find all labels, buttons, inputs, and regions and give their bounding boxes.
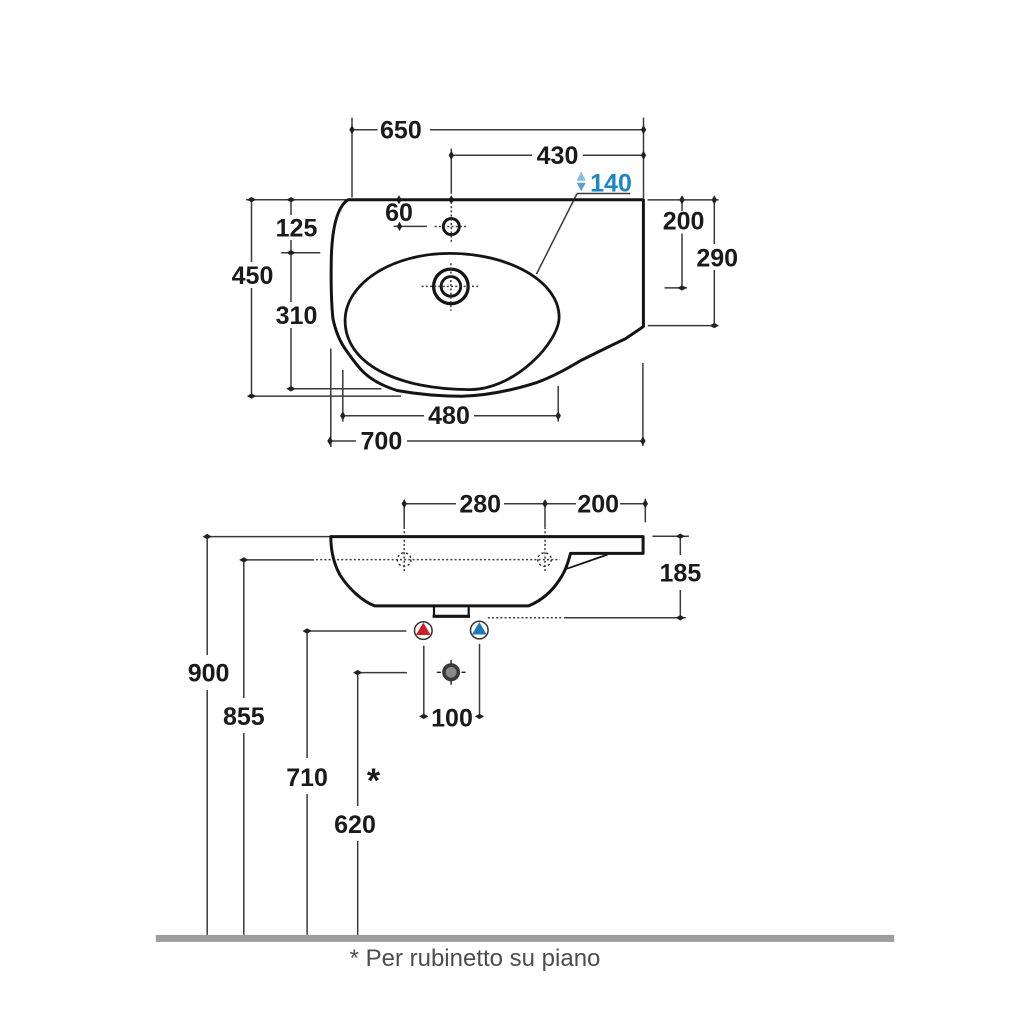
svg-text:650: 650 (380, 116, 422, 144)
svg-text:480: 480 (428, 402, 470, 430)
svg-text:290: 290 (696, 245, 738, 273)
svg-text:430: 430 (537, 142, 579, 170)
svg-text:710: 710 (286, 764, 328, 792)
svg-text:200: 200 (663, 208, 705, 236)
svg-text:855: 855 (223, 703, 265, 731)
svg-text:310: 310 (276, 302, 318, 330)
svg-text:620: 620 (334, 811, 376, 839)
svg-text:* Per rubinetto su piano: * Per rubinetto su piano (350, 945, 601, 972)
svg-text:100: 100 (431, 704, 473, 732)
svg-text:*: * (367, 762, 381, 800)
svg-text:200: 200 (577, 491, 619, 519)
svg-text:450: 450 (232, 262, 274, 290)
svg-text:700: 700 (361, 428, 403, 456)
svg-text:140: 140 (590, 169, 632, 197)
svg-text:280: 280 (459, 491, 501, 519)
svg-text:125: 125 (276, 214, 318, 242)
svg-text:185: 185 (660, 560, 702, 588)
svg-text:900: 900 (188, 659, 230, 687)
svg-text:60: 60 (385, 199, 413, 227)
